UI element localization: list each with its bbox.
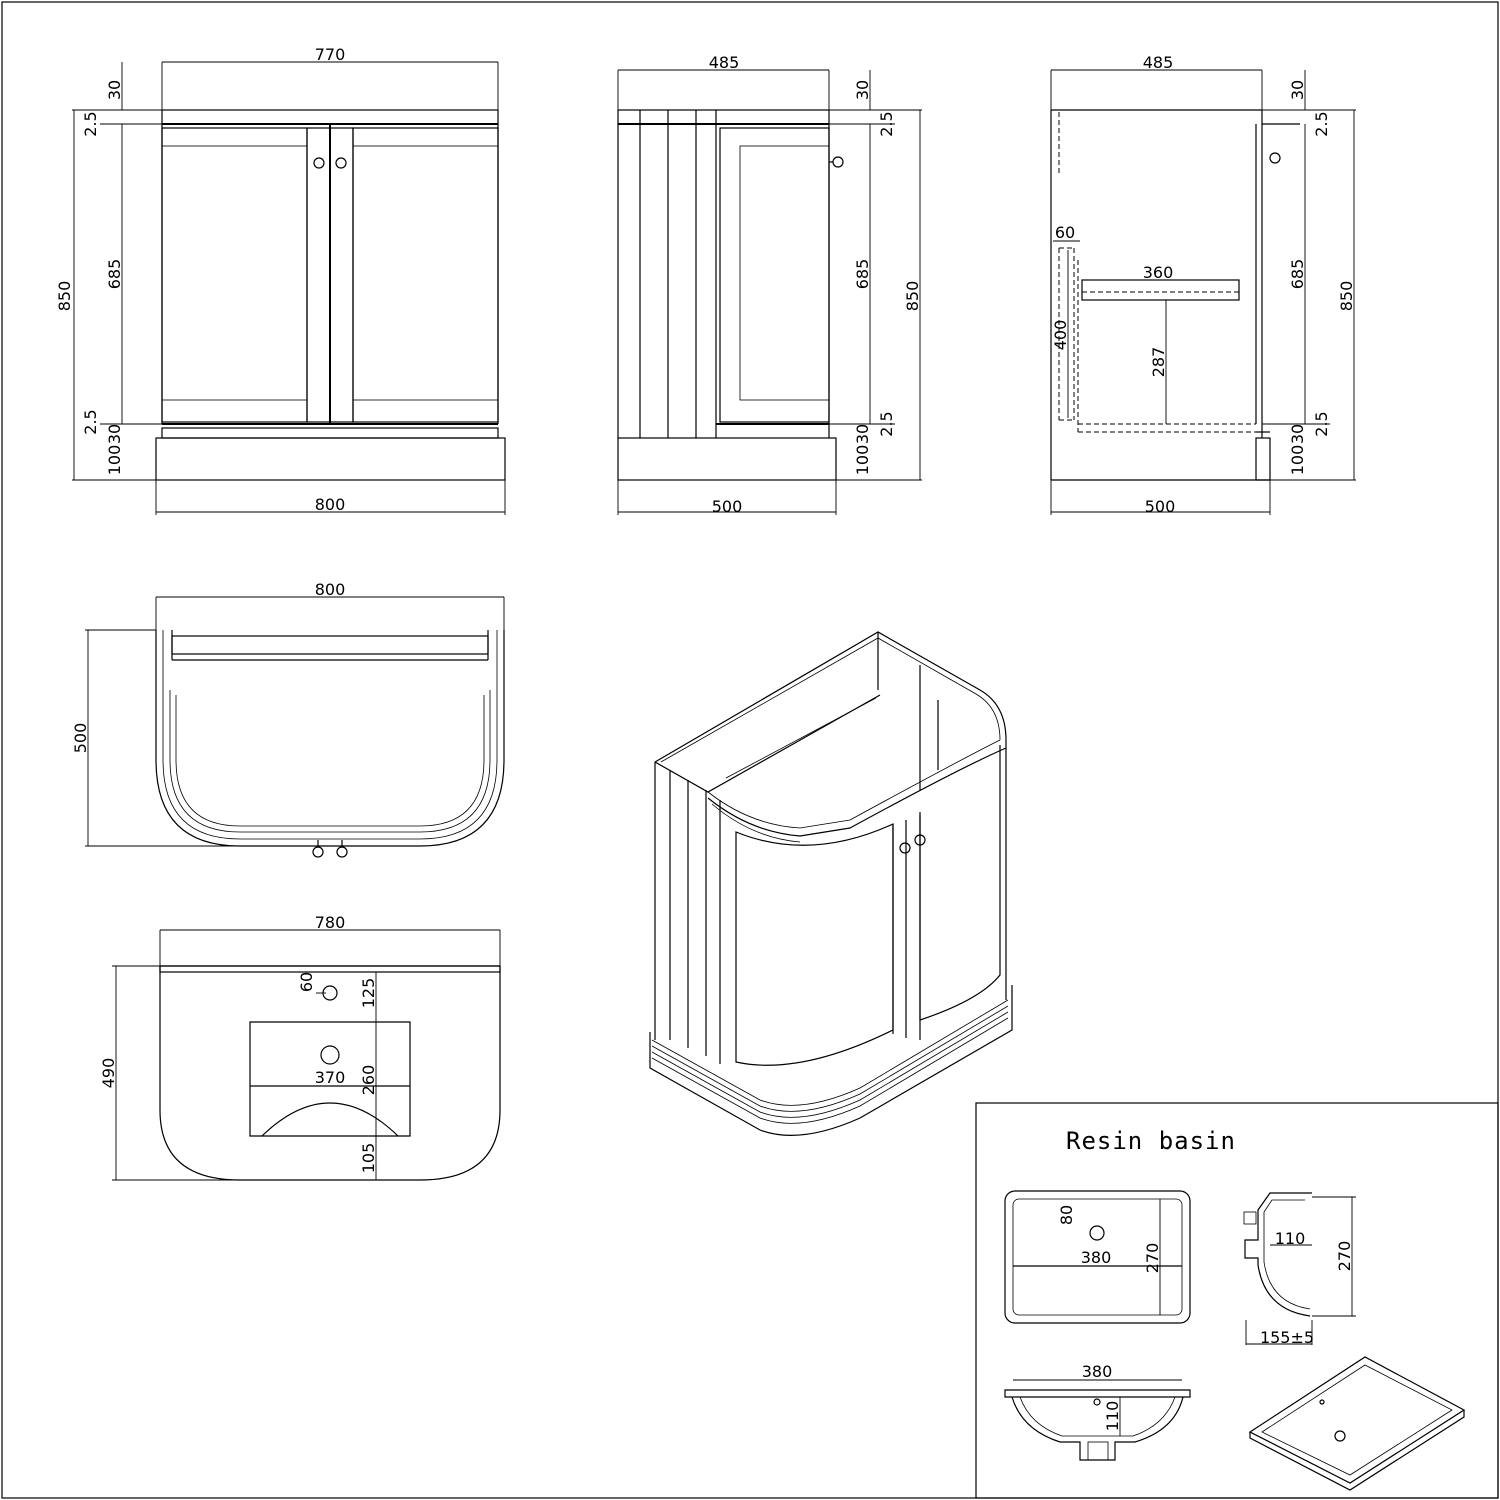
basin-top-hole: 80: [1057, 1205, 1076, 1225]
section-panel-400: 400: [1051, 320, 1070, 351]
side-height-doors: 685: [853, 259, 872, 290]
section-height-doors: 685: [1288, 259, 1307, 290]
front-bottom-width: 800: [315, 495, 346, 514]
resin-basin-panel: Resin basin 380 80 270 270 110 155±5: [975, 1102, 1499, 1499]
side-plinth-100: 100: [853, 445, 872, 476]
front-elevation-view: 770 800 850 685: [55, 45, 506, 515]
section-shelf-height: 287: [1149, 347, 1168, 378]
worktop-to-basin: 125: [359, 978, 378, 1009]
worktop-to-front: 105: [359, 1143, 378, 1174]
front-top-2-5: 2.5: [81, 111, 100, 136]
side-top-30: 30: [853, 80, 872, 100]
section-top-2-5: 2.5: [1312, 111, 1331, 136]
basin-front-rim: 110: [1103, 1401, 1122, 1432]
basin-top-depth: 270: [1143, 1243, 1162, 1274]
basin-side-view: 270 110 155±5: [1243, 1192, 1356, 1347]
worktop-basin-depth: 260: [359, 1065, 378, 1096]
basin-side-depth: 270: [1335, 1241, 1354, 1272]
plan-view: 800 500: [71, 580, 505, 858]
section-view: 485 500 360 287 60 400 850: [1050, 53, 1356, 516]
front-bottom-30: 30: [105, 424, 124, 444]
side-top-width: 485: [709, 53, 740, 72]
worktop-width: 780: [315, 913, 346, 932]
basin-top-width: 380: [1081, 1248, 1112, 1267]
side-elevation-view: 485 500 850 685 30 2.5 2.5 30 100: [617, 53, 922, 516]
section-shelf-depth: 360: [1143, 263, 1174, 282]
plan-depth: 500: [71, 723, 90, 754]
section-bottom-width: 500: [1145, 497, 1176, 516]
front-height-total: 850: [55, 281, 74, 312]
worktop-tap-hole: 60: [297, 972, 316, 992]
side-bottom-2-5: 2.5: [877, 411, 896, 436]
section-height-total: 850: [1337, 281, 1356, 312]
basin-side-rim: 110: [1275, 1229, 1306, 1248]
basin-side-height: 155±5: [1260, 1328, 1314, 1347]
front-top-width: 770: [315, 45, 346, 64]
front-height-doors: 685: [105, 259, 124, 290]
basin-front-width: 380: [1082, 1362, 1113, 1381]
front-plinth-100: 100: [105, 445, 124, 476]
basin-isometric-view: [1248, 1356, 1466, 1491]
side-height-total: 850: [903, 281, 922, 312]
section-top-30: 30: [1288, 80, 1307, 100]
front-top-30: 30: [105, 80, 124, 100]
plan-width: 800: [315, 580, 346, 599]
basin-front-view: 380 110: [1004, 1362, 1191, 1461]
section-bottom-2-5: 2.5: [1312, 411, 1331, 436]
worktop-basin-width: 370: [315, 1068, 346, 1087]
section-top-width: 485: [1143, 53, 1174, 72]
side-top-2-5: 2.5: [877, 111, 896, 136]
worktop-depth: 490: [99, 1058, 118, 1089]
isometric-view: [649, 631, 1013, 1136]
section-panel-60: 60: [1055, 223, 1075, 242]
basin-top-view: 380 80 270: [1004, 1190, 1191, 1324]
worktop-view: 780 370 60 125 260 105 490: [99, 913, 501, 1181]
section-bottom-30: 30: [1288, 424, 1307, 444]
side-bottom-width: 500: [712, 497, 743, 516]
section-plinth-100: 100: [1288, 445, 1307, 476]
front-bottom-2-5: 2.5: [81, 409, 100, 434]
side-bottom-30: 30: [853, 424, 872, 444]
resin-basin-title: Resin basin: [1066, 1127, 1236, 1155]
